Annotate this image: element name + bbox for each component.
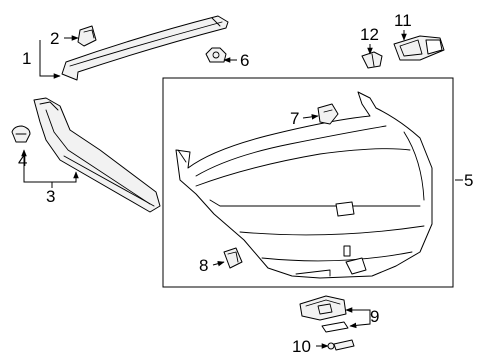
- callout-2: 2: [50, 29, 59, 48]
- nut-part-6: [205, 47, 227, 63]
- lamp-housing-part-11: [393, 35, 445, 61]
- pad-part-8: [223, 247, 243, 269]
- callout-12: 12: [360, 25, 379, 44]
- callout-5: 5: [464, 171, 473, 190]
- callout-3: 3: [46, 187, 55, 206]
- callout-6: 6: [240, 51, 249, 70]
- retainer-clip-part-4: [11, 125, 31, 143]
- callout-9: 9: [370, 307, 379, 326]
- screw-part-10: [327, 339, 355, 351]
- callout-8: 8: [199, 256, 208, 275]
- callout-11: 11: [394, 11, 412, 30]
- callout-4: 4: [18, 151, 27, 170]
- leader-lines: [21, 30, 463, 349]
- bulb-part-12: [361, 51, 383, 69]
- lamp-assembly-part-9: [299, 295, 349, 333]
- side-trim-pillar: [33, 97, 161, 213]
- clip-part-2: [77, 25, 97, 47]
- liftgate-assembly-frame: [162, 77, 454, 288]
- bumper-part-7: [317, 103, 339, 125]
- callout-10: 10: [292, 337, 311, 356]
- upper-trim-molding: [61, 15, 229, 81]
- callout-1: 1: [22, 49, 31, 68]
- callout-7: 7: [290, 109, 299, 128]
- liftgate-panel: [175, 91, 433, 279]
